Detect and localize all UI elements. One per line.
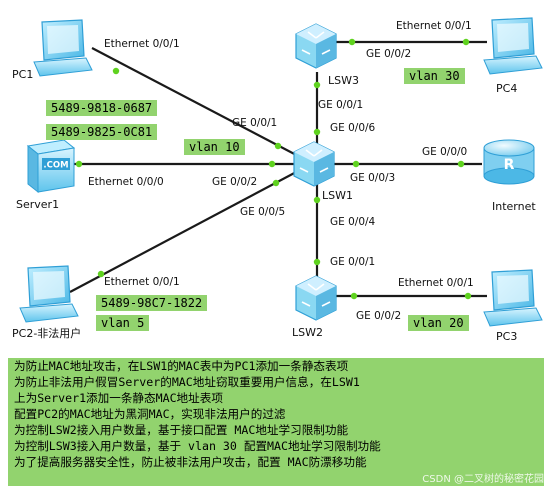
port-label: GE 0/0/5 (240, 206, 286, 218)
watermark: CSDN @二叉树的秘密花园 (422, 474, 544, 485)
port-label: GE 0/0/1 (330, 256, 376, 268)
port-dot (268, 160, 276, 168)
pc2-label: PC2-非法用户 (12, 327, 82, 340)
port-dot (462, 38, 470, 46)
port-label: GE 0/0/1 (318, 99, 364, 111)
requirement-line: 为控制LSW2接入用户数量，基于接口配置 MAC地址学习限制功能 (14, 423, 349, 437)
port-dot (350, 292, 358, 300)
pc1-label: PC1 (12, 68, 34, 81)
requirement-line: 为了提高服务器安全性，防止被非法用户攻击，配置 MAC防漂移功能 (14, 455, 367, 469)
lsw2-switch-icon[interactable] (295, 275, 337, 321)
server-screen-text: .COM (43, 161, 68, 171)
link-pc2-lsw1 (69, 169, 301, 293)
lsw3-switch-icon[interactable] (295, 23, 337, 69)
port-label: Ethernet 0/0/1 (396, 20, 472, 32)
requirement-line: 为防止非法用户假冒Server的MAC地址窃取重要用户信息，在LSW1 (14, 375, 360, 389)
lsw1-label: LSW1 (322, 189, 353, 202)
port-dot (313, 128, 321, 136)
mac-tag-pc1: 5489-9818-0687 (46, 100, 158, 116)
requirement-line: 配置PC2的MAC地址为黑洞MAC，实现非法用户的过滤 (14, 407, 286, 421)
pc3-label: PC3 (496, 330, 518, 343)
port-label: Ethernet 0/0/1 (104, 276, 180, 288)
vlan-tag: vlan 20 (408, 315, 469, 331)
port-label: GE 0/0/2 (212, 176, 258, 188)
port-label: GE 0/0/2 (366, 48, 412, 60)
port-dot (348, 38, 356, 46)
vlan-tag: vlan 5 (96, 315, 150, 331)
port-label: GE 0/0/2 (356, 310, 402, 322)
router-icon[interactable]: R (483, 139, 535, 185)
pc1-icon[interactable] (33, 19, 93, 77)
port-label: GE 0/0/3 (350, 172, 396, 184)
requirement-line: 为防止MAC地址攻击，在LSW1的MAC表中为PC1添加一条静态表项 (14, 359, 349, 373)
port-dot (313, 196, 321, 204)
pc2-icon[interactable] (19, 265, 79, 323)
requirement-line: 为控制LSW3接入用户数量，基于 vlan 30 配置MAC地址学习限制功能 (14, 439, 381, 453)
lsw3-label: LSW3 (328, 74, 359, 87)
server1-label: Server1 (16, 198, 60, 211)
port-dot (352, 160, 360, 168)
pc4-label: PC4 (496, 82, 518, 95)
link-pc1-lsw1 (91, 47, 303, 159)
mac-tag-pc2: 5489-98C7-1822 (96, 295, 208, 311)
port-label: Ethernet 0/0/0 (88, 176, 164, 188)
port-dot (75, 160, 83, 168)
lsw1-switch-icon[interactable] (293, 141, 335, 187)
port-label: GE 0/0/0 (422, 146, 468, 158)
internet-label: Internet (492, 200, 536, 213)
pc4-icon[interactable] (483, 17, 543, 75)
port-dot (457, 160, 465, 168)
port-dot (313, 81, 321, 89)
port-label: GE 0/0/4 (330, 216, 376, 228)
topology-diagram: .COM R (19, 17, 543, 327)
port-dot (272, 179, 280, 187)
mac-tag-server1: 5489-9825-0C81 (46, 124, 158, 140)
vlan-tag: vlan 10 (184, 139, 245, 155)
port-dot (112, 67, 120, 75)
port-dot (313, 258, 321, 266)
requirement-line: 上为Server1添加一条静态MAC地址表项 (14, 391, 223, 405)
port-dot (97, 270, 105, 278)
router-letter: R (504, 157, 515, 173)
lsw2-label: LSW2 (292, 326, 323, 339)
port-dot (464, 292, 472, 300)
port-label: Ethernet 0/0/1 (398, 277, 474, 289)
requirements-box (8, 358, 544, 486)
port-dot (274, 142, 282, 150)
pc3-icon[interactable] (483, 269, 543, 327)
vlan-tag: vlan 30 (404, 68, 465, 84)
port-label: GE 0/0/6 (330, 122, 376, 134)
server1-icon[interactable]: .COM (26, 139, 76, 194)
port-label: Ethernet 0/0/1 (104, 38, 180, 50)
port-label: GE 0/0/1 (232, 117, 278, 129)
